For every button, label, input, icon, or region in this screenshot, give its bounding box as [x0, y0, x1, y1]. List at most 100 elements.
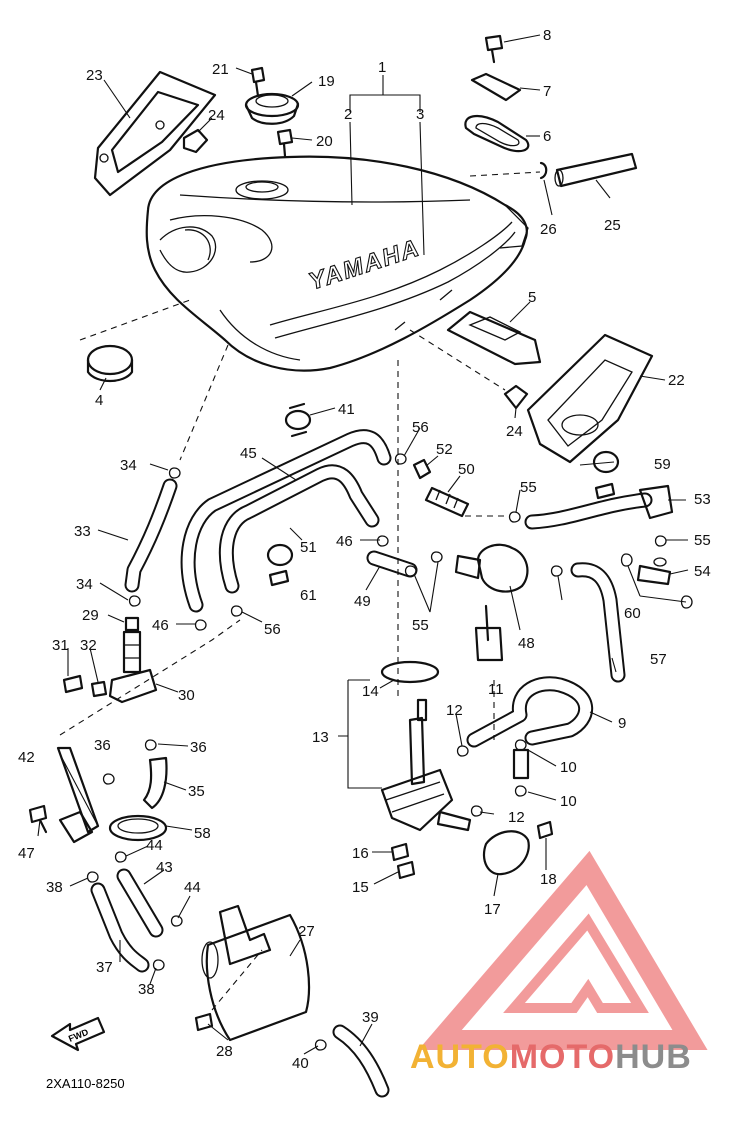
callout-46b: 46 — [152, 617, 169, 634]
callout-3: 3 — [416, 106, 424, 123]
callout-25: 25 — [604, 217, 621, 234]
leader-lines — [37, 34, 689, 1055]
callout-30: 30 — [178, 687, 195, 704]
callout-9: 9 — [618, 715, 626, 732]
callout-16: 16 — [352, 845, 369, 862]
assembly-lines — [59, 171, 541, 1011]
callout-21: 21 — [212, 61, 229, 78]
part-54-fitting — [636, 557, 672, 586]
callout-33: 33 — [74, 523, 91, 540]
automotohub-logo — [418, 850, 708, 1050]
callout-61: 61 — [300, 587, 317, 604]
watermark-auto: AUTO — [410, 1038, 510, 1076]
callout-53: 53 — [694, 491, 711, 508]
callout-56b: 56 — [264, 621, 281, 638]
part-58-ring — [108, 814, 168, 842]
callout-14: 14 — [362, 683, 379, 700]
callout-44a: 44 — [146, 837, 163, 854]
part-16-washer — [390, 842, 410, 862]
watermark-moto: MOTO — [510, 1038, 615, 1076]
callout-54: 54 — [694, 563, 711, 580]
callout-60: 60 — [624, 605, 641, 622]
part-48-valve — [454, 543, 529, 662]
callout-15: 15 — [352, 879, 369, 896]
callout-12a: 12 — [446, 702, 463, 719]
callout-36a: 36 — [94, 737, 111, 754]
part-23-bracket — [93, 70, 217, 197]
part-14-gasket — [380, 660, 440, 684]
callout-42: 42 — [18, 749, 35, 766]
part-25-hose — [555, 152, 638, 188]
part-41-clamp — [284, 402, 312, 438]
callout-1: 1 — [378, 59, 386, 76]
part-15-screw — [396, 860, 416, 880]
part-50-fitting — [424, 486, 470, 518]
watermark-text: AUTOMOTOHUB — [410, 1038, 692, 1076]
callout-47: 47 — [18, 845, 35, 862]
callout-36b: 36 — [190, 739, 207, 756]
callout-22: 22 — [668, 372, 685, 389]
part-31-bolt — [62, 674, 84, 694]
callout-44b: 44 — [184, 879, 201, 896]
part-7-plate — [470, 72, 522, 102]
part-52-fitting — [412, 458, 432, 480]
callout-38b: 38 — [138, 981, 155, 998]
part-30-bracket — [108, 668, 158, 704]
callout-27: 27 — [298, 923, 315, 940]
callout-23: 23 — [86, 67, 103, 84]
part-24-grommet-lower — [503, 384, 529, 410]
callout-41: 41 — [338, 401, 355, 418]
callout-48: 48 — [518, 635, 535, 652]
part-27-fuel-pump — [201, 904, 311, 1042]
part-35-hose — [142, 756, 168, 810]
part-21-bolt — [250, 66, 266, 98]
callout-49: 49 — [354, 593, 371, 610]
callout-38a: 38 — [46, 879, 63, 896]
callout-12b: 12 — [508, 809, 525, 826]
part-24-grommet — [182, 128, 209, 154]
callout-52: 52 — [436, 441, 453, 458]
part-22-cover — [526, 333, 654, 464]
callout-45: 45 — [240, 445, 257, 462]
part-13-fuel-cock — [380, 698, 472, 832]
part-26-clip — [539, 161, 548, 180]
callout-24b: 24 — [506, 423, 523, 440]
callout-19: 19 — [318, 73, 335, 90]
callout-29: 29 — [82, 607, 99, 624]
callout-7: 7 — [543, 83, 551, 100]
part-49-hose — [366, 550, 418, 578]
tank-brand-text: YAMAHA — [306, 234, 424, 295]
part-53-hose — [524, 492, 653, 530]
callout-31: 31 — [52, 637, 69, 654]
callout-10a: 10 — [560, 759, 577, 776]
callout-55b: 55 — [694, 532, 711, 549]
callout-numbers: 1 2 3 4 5 6 7 8 9 10 10 11 12 12 13 14 1… — [18, 27, 711, 1072]
callout-18: 18 — [540, 871, 557, 888]
callout-46a: 46 — [336, 533, 353, 550]
part-45-hose — [180, 429, 392, 613]
watermark-hub: HUB — [615, 1038, 692, 1076]
callout-39: 39 — [362, 1009, 379, 1026]
part-29-fitting — [122, 616, 142, 674]
callout-8: 8 — [543, 27, 551, 44]
part-10-hose — [512, 748, 530, 780]
part-4-cap — [86, 344, 134, 383]
callout-35: 35 — [188, 783, 205, 800]
part-33-hose — [124, 478, 178, 593]
callout-56a: 56 — [412, 419, 429, 436]
part-59-clamp — [592, 450, 620, 500]
callout-24a: 24 — [208, 107, 225, 124]
part-57-hose — [570, 562, 626, 683]
part-32-nut — [90, 680, 108, 698]
callout-58: 58 — [194, 825, 211, 842]
small-clips — [86, 453, 667, 1051]
callout-57: 57 — [650, 651, 667, 668]
callout-51: 51 — [300, 539, 317, 556]
part-28-bolt — [194, 1012, 214, 1032]
diagram-code: 2XA110-8250 — [46, 1076, 125, 1091]
callout-40: 40 — [292, 1055, 309, 1072]
callout-6: 6 — [543, 128, 551, 145]
fuel-tank: YAMAHA — [145, 155, 529, 372]
part-20-screw — [276, 128, 294, 158]
callout-11: 11 — [488, 681, 504, 698]
